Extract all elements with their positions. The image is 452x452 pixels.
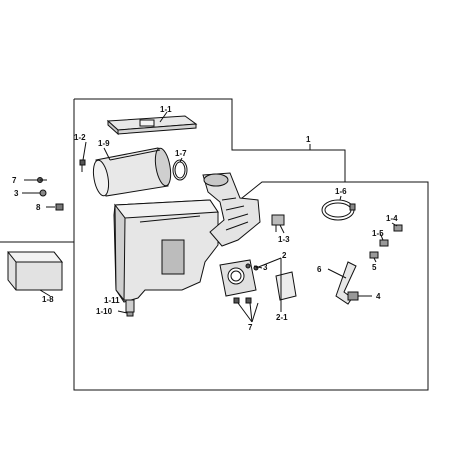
part-1-5-clip: [379, 239, 389, 247]
fastener-3-washer: [39, 189, 47, 197]
part-1-air-box-body: [113, 199, 219, 303]
callout-8: 8: [36, 203, 41, 212]
callout-4: 4: [376, 292, 381, 301]
part-1-2-screw: [79, 159, 86, 172]
callout-1-9: 1-9: [98, 139, 110, 148]
hose-group-outline: [241, 181, 345, 199]
part-2-1-cover: [275, 271, 297, 301]
part-1-3-clip: [271, 214, 285, 232]
part-2-bracket-plate: [219, 259, 259, 297]
callout-7-bottom: 7: [248, 323, 253, 332]
callout-2: 2: [282, 251, 287, 260]
callout-1-2: 1-2: [74, 133, 86, 142]
fastener-8-nut: [55, 203, 64, 211]
leader-lines: [22, 111, 398, 323]
callout-7-left: 7: [12, 176, 17, 185]
callout-1-1: 1-1: [160, 105, 172, 114]
callout-1-7: 1-7: [175, 149, 187, 158]
part-4-hose-clip: [347, 291, 359, 301]
callout-1-3: 1-3: [278, 235, 290, 244]
callout-2-1: 2-1: [276, 313, 288, 322]
callout-6: 6: [317, 265, 322, 274]
callout-3-right: 3: [263, 263, 268, 272]
callout-1-5: 1-5: [372, 229, 384, 238]
part-1-8-inset-part: [6, 251, 64, 291]
part-1-6-hose-band: [321, 199, 356, 221]
part-1-11-drain-plug: [125, 299, 135, 317]
callout-1-10: 1-10: [96, 307, 113, 316]
callout-1-6: 1-6: [335, 187, 347, 196]
part-1-7-clamp-ring: [172, 159, 188, 181]
part-1-4-clip: [393, 224, 403, 232]
callout-5: 5: [372, 263, 377, 272]
part-1-9-filter-element: [92, 147, 172, 197]
intake-duct: [202, 172, 261, 247]
callout-1-4: 1-4: [386, 214, 398, 223]
fastener-7-screw: [37, 177, 47, 183]
part-1-1-cover-plate: [106, 115, 198, 136]
fastener-7-screws: [233, 297, 252, 304]
callout-1: 1: [306, 135, 311, 144]
callout-1-11: 1-11: [104, 296, 120, 305]
callout-3-left: 3: [14, 189, 19, 198]
callout-1-8: 1-8: [42, 295, 54, 304]
part-5-clip: [369, 251, 379, 259]
